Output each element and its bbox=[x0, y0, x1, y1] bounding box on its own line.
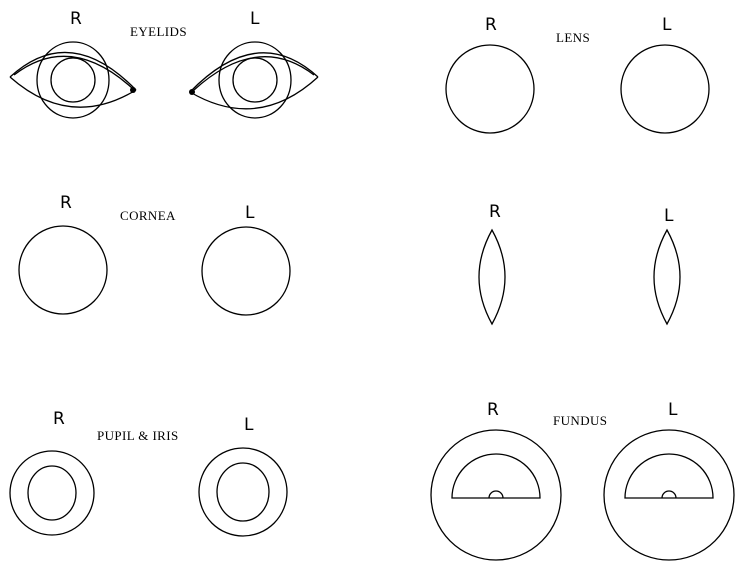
pupil-iris-right-label: R bbox=[53, 409, 65, 429]
cornea-panel: R CORNEA L bbox=[19, 193, 290, 315]
eyelids-right-label: R bbox=[70, 9, 82, 29]
fundus-right-label: R bbox=[487, 400, 499, 420]
eyelids-panel: R EYELIDS L bbox=[10, 9, 318, 118]
fundus-left-outer-circle bbox=[604, 430, 734, 560]
cornea-left-circle bbox=[202, 227, 290, 315]
left-lower-lid bbox=[190, 77, 318, 109]
lens-right-circle bbox=[446, 45, 534, 133]
fundus-left-label: L bbox=[668, 400, 678, 420]
pupil-iris-panel: R PUPIL & IRIS L bbox=[10, 409, 287, 536]
lens-side-left-label: L bbox=[664, 206, 674, 226]
right-eyelid-drawing bbox=[10, 42, 136, 118]
fundus-left-drawing bbox=[604, 430, 734, 560]
left-iris-circle bbox=[233, 58, 277, 102]
lens-side-right-shape bbox=[479, 230, 505, 324]
left-eyelid-drawing bbox=[189, 42, 318, 118]
lens-side-left-shape bbox=[654, 230, 680, 324]
fundus-right-drawing bbox=[431, 430, 561, 560]
left-lid-corner-mark bbox=[189, 89, 195, 95]
fundus-left-optic-disc bbox=[662, 491, 676, 498]
fundus-right-outer-circle bbox=[431, 430, 561, 560]
cornea-right-circle bbox=[19, 226, 107, 314]
eyelids-title: EYELIDS bbox=[130, 24, 187, 39]
left-upper-lid bbox=[190, 53, 318, 92]
lens-right-label: R bbox=[485, 15, 497, 35]
cornea-left-label: L bbox=[245, 203, 255, 223]
pupil-left-circle bbox=[217, 463, 269, 521]
pupil-iris-title: PUPIL & IRIS bbox=[97, 428, 179, 443]
right-lid-corner-mark bbox=[130, 87, 136, 93]
iris-right-circle bbox=[10, 451, 94, 535]
fundus-panel: R FUNDUS L bbox=[431, 400, 734, 560]
lens-left-circle bbox=[621, 45, 709, 133]
pupil-right-circle bbox=[28, 466, 76, 520]
cornea-right-label: R bbox=[60, 193, 72, 213]
cornea-title: CORNEA bbox=[120, 208, 176, 223]
right-lower-lid bbox=[10, 77, 136, 107]
pupil-iris-left-label: L bbox=[244, 415, 254, 435]
lens-left-label: L bbox=[662, 15, 672, 35]
lens-front-panel: R LENS L bbox=[446, 15, 709, 133]
fundus-right-optic-disc bbox=[489, 491, 503, 498]
eyelids-left-label: L bbox=[250, 9, 260, 29]
lens-side-panel: R L bbox=[479, 202, 680, 324]
iris-left-circle bbox=[199, 448, 287, 536]
lens-side-right-label: R bbox=[489, 202, 501, 222]
lens-title: LENS bbox=[556, 30, 590, 45]
fundus-title: FUNDUS bbox=[553, 413, 607, 428]
right-iris-circle bbox=[51, 58, 95, 102]
